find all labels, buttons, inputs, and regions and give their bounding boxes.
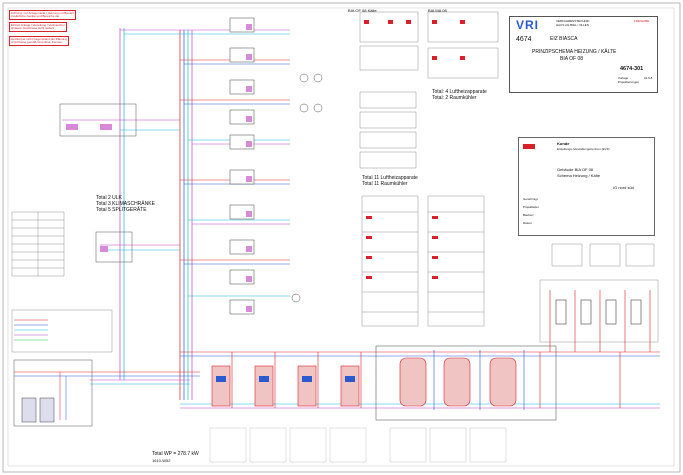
row-label-1: Genehmigt: [523, 197, 538, 201]
note-line-4: Hinweis: Heizkreise nicht isoliert: [11, 26, 54, 31]
title-block: VRI VERFAHRENSTECHNIK HAUS AG BIEL / OLL…: [509, 16, 658, 93]
row-label-4: Datum: [523, 221, 532, 225]
stamp-text: FREIGABE: [634, 19, 650, 23]
drawing-title: PRINZIPSCHEMA HEIZUNG / KÄLTE: [532, 49, 617, 55]
drawing-subtitle: BIA OF 08: [560, 56, 584, 62]
legend-table-left: [11, 211, 65, 277]
summary-left-b: Total 3 KLIMASCHRÄNKE: [96, 201, 155, 207]
bia-fills: [364, 20, 465, 60]
inner-frame: [7, 7, 675, 467]
note-box-1: Achtung: nur Anlagenteile / Heizung mit …: [9, 10, 76, 21]
note-line-1: Achtung: nur Anlagenteile / Heizung mit …: [11, 10, 74, 15]
unit-grid-mid: [361, 195, 485, 327]
note-line-5: Heizkörper nicht Gegenstand der Planung: [11, 36, 67, 41]
tank-frame: [375, 345, 557, 421]
client-line: Erstellungs-/Verwaltungszentrum (EVZ): [557, 147, 610, 151]
summary-mid-a: Total 11 Luftheizapparate: [362, 175, 418, 181]
split-unit-box: [95, 231, 133, 263]
bottom-text-blocks: [209, 427, 507, 463]
project-name: EIZ BIASCA: [550, 36, 578, 42]
summary-left-a: Total 2 ULK: [96, 195, 122, 201]
bia-header-left: BIA OF 08 Kälte: [348, 8, 377, 13]
bia-header-right: BIA MA 08: [428, 8, 447, 13]
unit-grid-marks: [366, 216, 438, 279]
right-risers: [539, 279, 659, 352]
red-tag-icon: [523, 144, 535, 149]
right-notes: [551, 243, 655, 267]
note-line-3: Einheit Anlage / Verteilung / Verbrauche…: [11, 22, 65, 27]
heatpump-group-left: [13, 359, 200, 427]
storage-tanks: [399, 350, 621, 410]
ahu-coil-1: [66, 124, 78, 130]
row-label-2: Projektleiter: [523, 205, 539, 209]
unit-boxes: [229, 17, 255, 315]
line-type-legend: [11, 309, 113, 353]
note-box-3: Heizkörper nicht Gegenstand der Planung …: [9, 36, 69, 47]
company-line: VERFAHRENSTECHNIK: [556, 19, 590, 23]
stage-label: Vorlage: [618, 76, 629, 80]
summary-wp-a: Total WP = 278.7 kW: [152, 451, 199, 457]
client-label: Kunde: [557, 141, 570, 146]
ahu-box: [59, 103, 137, 137]
drawing-number: 4674-301: [620, 66, 644, 72]
stage-label-2: Projektierungen: [618, 80, 640, 84]
summary-wp-b: 1610-W52: [152, 458, 171, 463]
bia-detail-right: [359, 11, 499, 169]
project-number: 4674: [516, 36, 532, 43]
heatpump-row: [180, 351, 660, 409]
summary-left-c: Total 5 SPLITGERÄTE: [96, 207, 147, 213]
building-label: Gebäude BIA OF 08: [557, 167, 594, 172]
company-logo: VRI: [516, 18, 540, 32]
revision: 01.6.8: [644, 76, 653, 80]
ahu-coil-2: [100, 124, 112, 130]
summary-mid-b: Total 11 Raumkühler: [362, 181, 408, 187]
summary-luft-a: Total: 4 Luftheizapparate: [432, 89, 487, 95]
split-coil: [100, 246, 108, 252]
summary-luft-b: Total: 2 Raumkühler: [432, 95, 477, 101]
scheme-label: Schema Heizung / Kälte: [557, 173, 600, 178]
unit-fills: [246, 24, 252, 312]
status-label: IG nord süd: [613, 185, 634, 190]
fan-symbols: [291, 73, 323, 303]
note-box-2: Einheit Anlage / Verteilung / Verbrauche…: [9, 22, 67, 33]
row-label-3: Bauherr: [523, 213, 534, 217]
main-risers: [119, 28, 193, 400]
company-line-2: HAUS AG BIEL / OLLEN: [556, 23, 589, 27]
legend-panel: Kunde Erstellungs-/Verwaltungszentrum (E…: [518, 137, 655, 236]
note-line-6: Anschlüsse gemäß Grundriss, Fenster: [11, 40, 63, 45]
note-line-2: zusätzliche Geräte und Bereiche der: [11, 14, 60, 19]
